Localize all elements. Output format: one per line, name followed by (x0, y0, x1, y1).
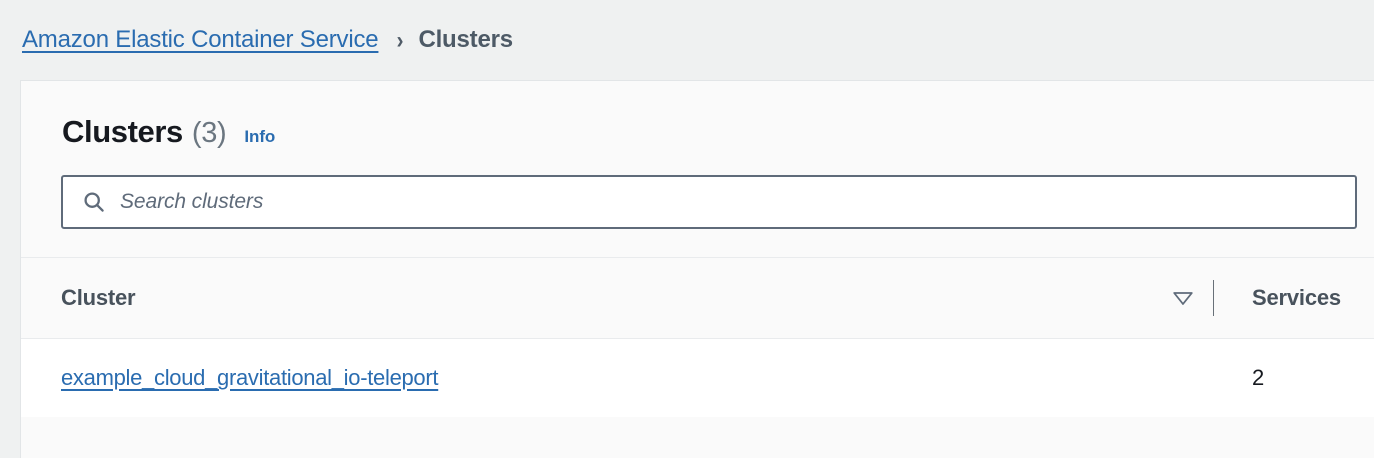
cluster-count: (3) (191, 117, 227, 149)
search-clusters-field[interactable]: Search clusters (61, 175, 1357, 229)
search-icon (82, 190, 106, 214)
table-header-row: Cluster Services (21, 258, 1374, 339)
cell-services-count: 2 (1214, 365, 1374, 391)
chevron-right-icon: › (396, 26, 404, 54)
cluster-link[interactable]: example_cloud_gravitational_io-teleport (61, 365, 439, 390)
panel-header: Clusters (3) Info (21, 81, 1374, 150)
info-link[interactable]: Info (244, 127, 276, 146)
column-header-services[interactable]: Services (1214, 285, 1374, 311)
page-title: Clusters (62, 114, 183, 149)
sort-descending-triangle-icon[interactable] (1153, 290, 1213, 306)
column-divider (1213, 280, 1214, 316)
column-header-services-label: Services (1252, 285, 1341, 310)
column-header-cluster[interactable]: Cluster (21, 285, 1153, 311)
column-header-cluster-label: Cluster (61, 285, 136, 310)
clusters-panel: Clusters (3) Info Search clusters Cluste… (20, 80, 1374, 458)
cell-cluster-name: example_cloud_gravitational_io-teleport (21, 365, 1153, 391)
breadcrumb: Amazon Elastic Container Service › Clust… (0, 0, 1374, 80)
table-row: example_cloud_gravitational_io-teleport … (21, 339, 1374, 417)
services-count-value: 2 (1252, 365, 1265, 390)
search-input-placeholder[interactable]: Search clusters (120, 190, 264, 213)
clusters-table: Cluster Services example_cloud_gravitati… (21, 257, 1374, 417)
breadcrumb-link-ecs[interactable]: Amazon Elastic Container Service (22, 26, 379, 53)
breadcrumb-current-clusters: Clusters (418, 26, 513, 53)
panel-title-row: Clusters (3) Info (62, 114, 1374, 150)
